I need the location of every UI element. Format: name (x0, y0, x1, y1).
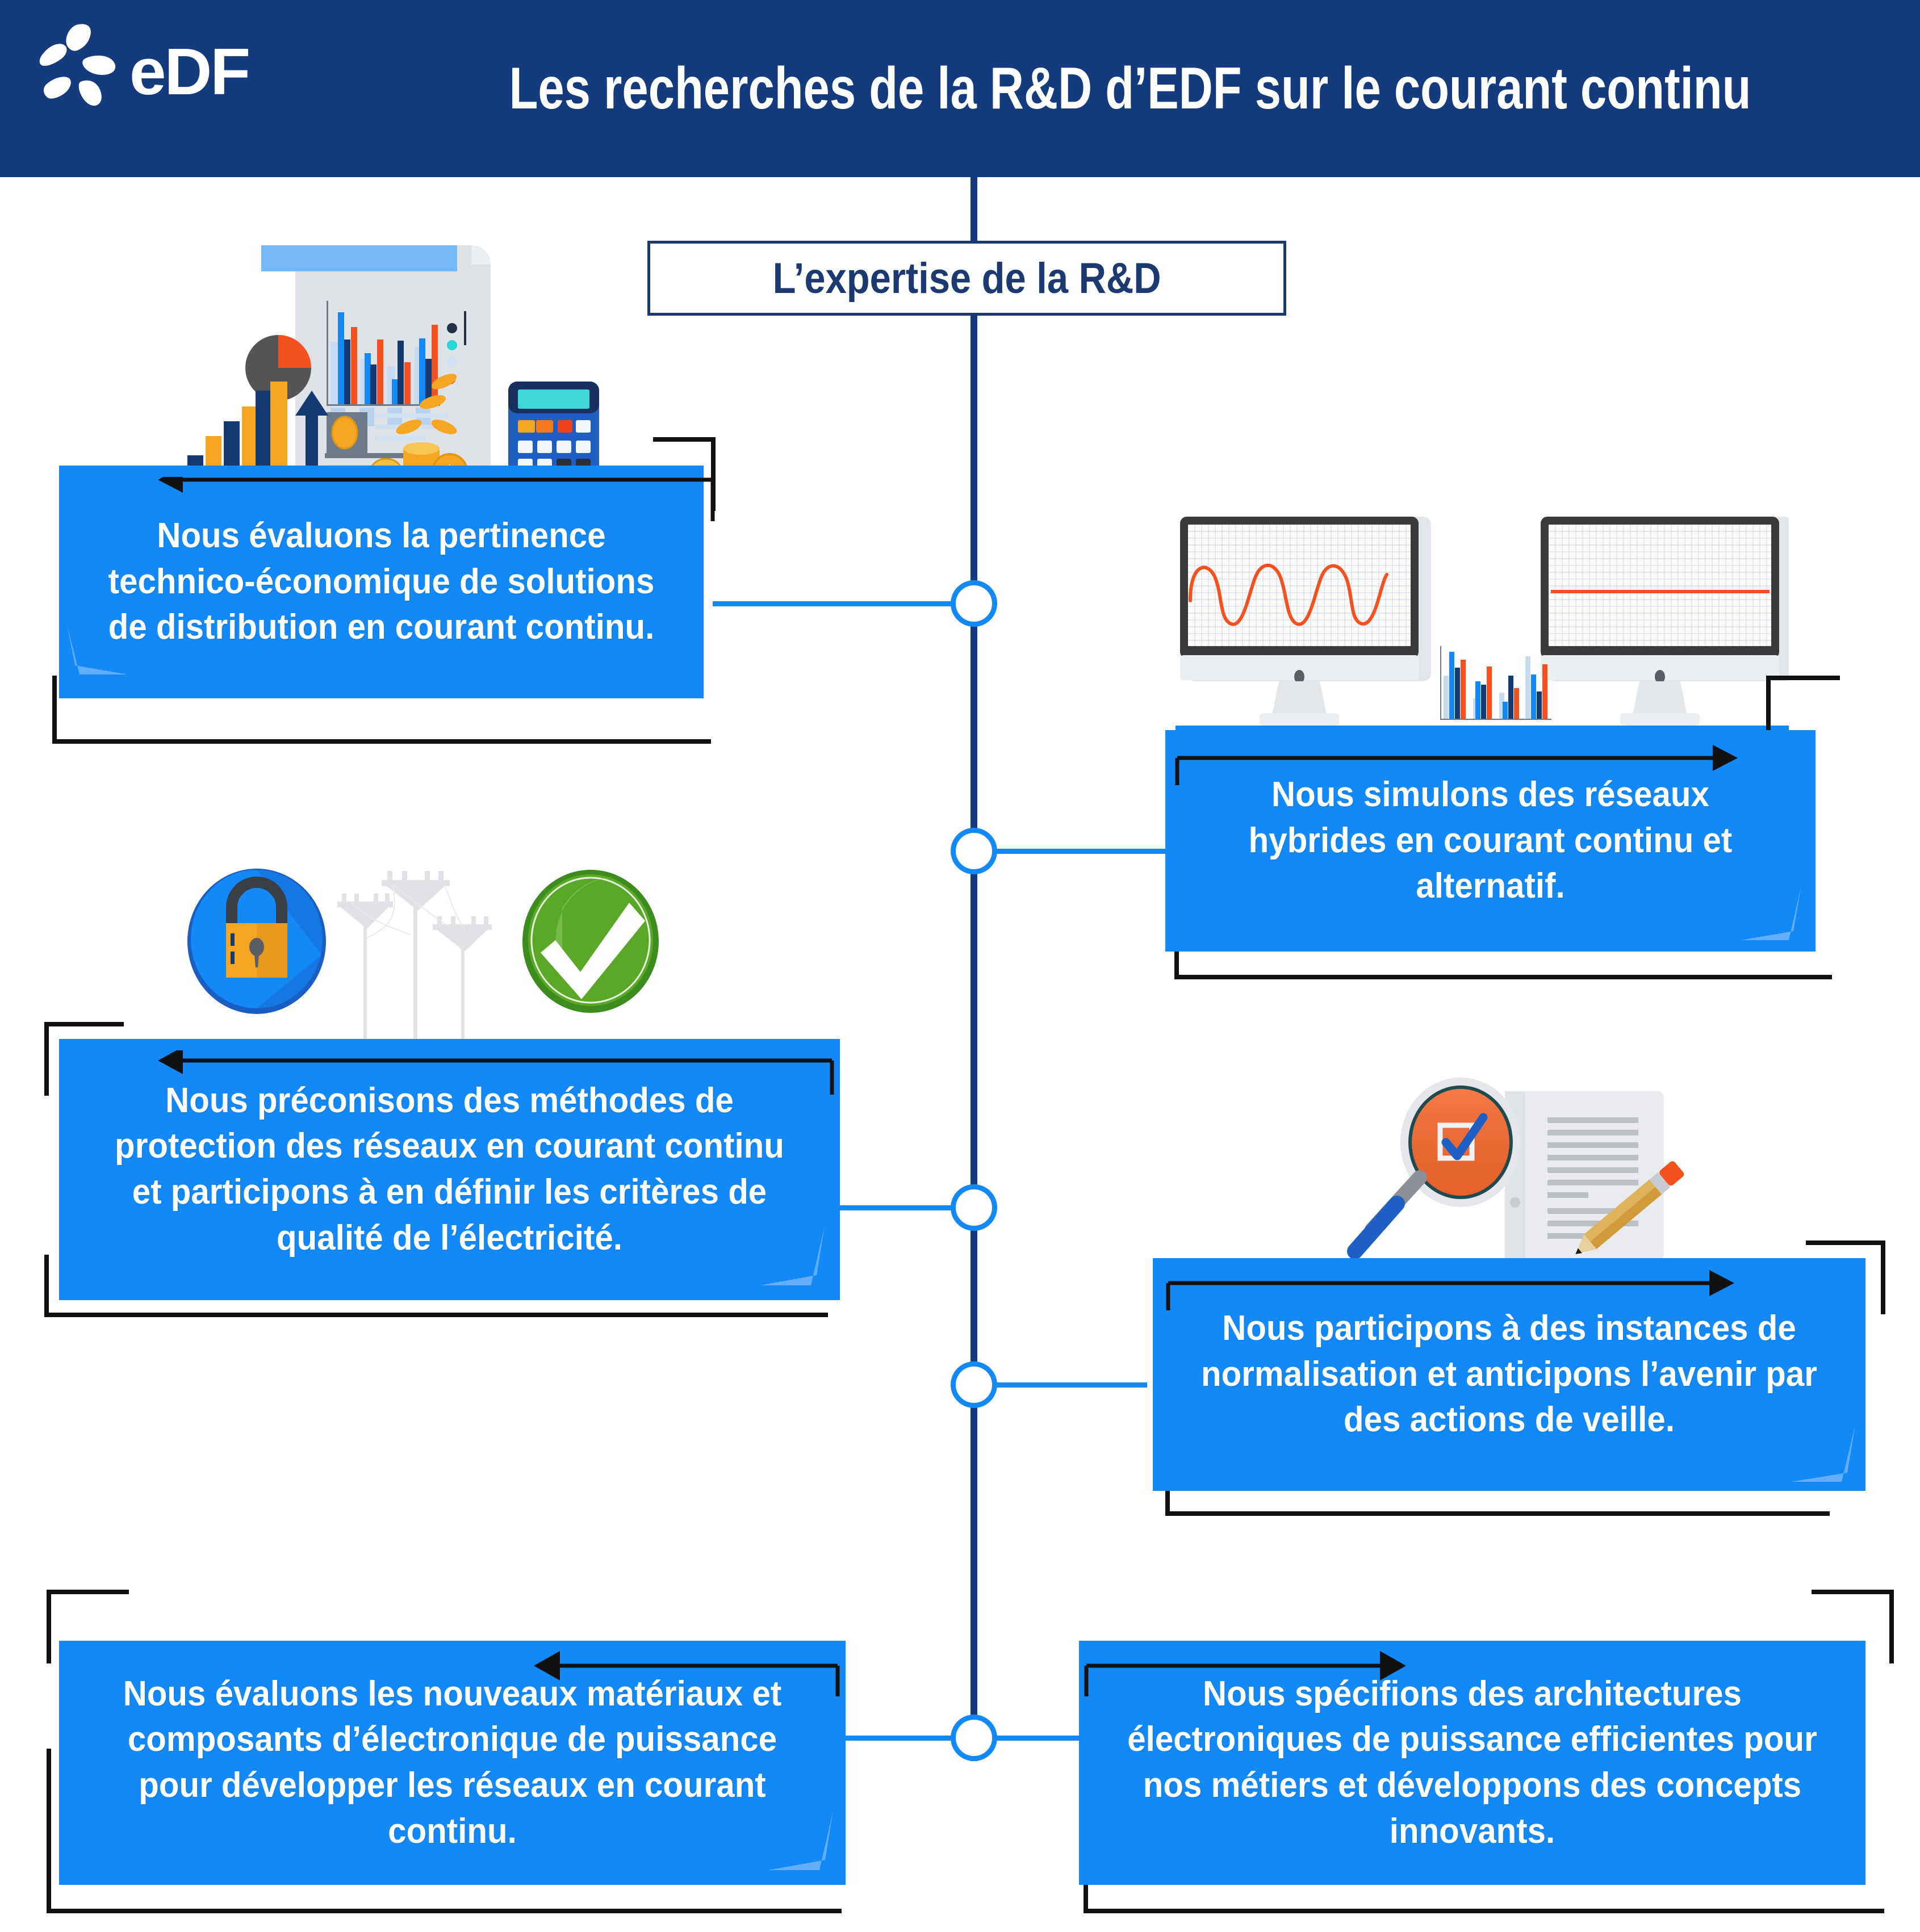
node-3 (951, 1184, 997, 1231)
node-5 (951, 1715, 997, 1761)
item-2-text: Nous simulons des réseaux hybrides en co… (1248, 775, 1733, 906)
item-1-box: Nous évaluons la pertinence technico-éco… (59, 466, 704, 698)
item-4-corner-bracket-tr (1806, 1240, 1885, 1314)
financial-analysis-illustration: $ (187, 245, 619, 494)
item-1-corner-bracket (636, 437, 716, 511)
item-5-text: Nous évaluons les nouveaux matériaux et … (123, 1674, 782, 1851)
item-6-text: Nous spécifions des architectures électr… (1127, 1674, 1817, 1851)
dual-monitors-waveform-illustration (1176, 517, 1789, 738)
item-1-text: Nous évaluons la pertinence technico-éco… (108, 516, 655, 647)
padlock-pylons-check-illustration (170, 869, 681, 1050)
edf-logo-text: eDF (129, 35, 250, 108)
page-header: eDF Les recherches de la R&D d’EDF sur l… (0, 0, 1920, 177)
connector-6-right (994, 1736, 1090, 1741)
item-4-box: Nous participons à des instances de norm… (1153, 1258, 1865, 1491)
central-spine (971, 177, 977, 1761)
item-4-text: Nous participons à des instances de norm… (1201, 1309, 1817, 1440)
edf-logo: eDF (34, 23, 250, 125)
connector-2-right (994, 849, 1170, 854)
item-5-corner-bracket-tl (47, 1590, 129, 1663)
item-3-text: Nous préconisons des méthodes de protect… (115, 1080, 784, 1258)
magnifier-document-pencil-illustration (1347, 1078, 1684, 1260)
item-5-box: Nous évaluons les nouveaux matériaux et … (59, 1641, 846, 1885)
connector-3-left (835, 1205, 954, 1210)
node-4 (951, 1361, 997, 1408)
connector-4-right (994, 1382, 1147, 1388)
page-title: Les recherches de la R&D d’EDF sur le co… (509, 55, 1751, 121)
center-expertise-box: L’expertise de la R&D (647, 241, 1286, 316)
connector-5-left (840, 1736, 954, 1741)
center-expertise-label: L’expertise de la R&D (772, 254, 1161, 303)
item-3-corner-bracket-b (44, 1255, 828, 1317)
node-1 (951, 580, 997, 627)
item-6-corner-bracket-tr (1812, 1590, 1894, 1663)
edf-pinwheel-logo (39, 24, 116, 106)
item-3-box: Nous préconisons des méthodes de protect… (59, 1039, 840, 1300)
item-6-box: Nous spécifions des architectures électr… (1079, 1641, 1865, 1885)
connector-1-left (713, 601, 954, 606)
item-3-corner-bracket-tl (44, 1022, 124, 1096)
item-2-corner-bracket-tr (1766, 676, 1840, 755)
item-5-corner-bracket-b (47, 1749, 842, 1913)
item-2-box: Nous simulons des réseaux hybrides en co… (1165, 730, 1816, 952)
node-2 (951, 828, 997, 874)
item-1-corner-bracket-bl (52, 676, 711, 744)
